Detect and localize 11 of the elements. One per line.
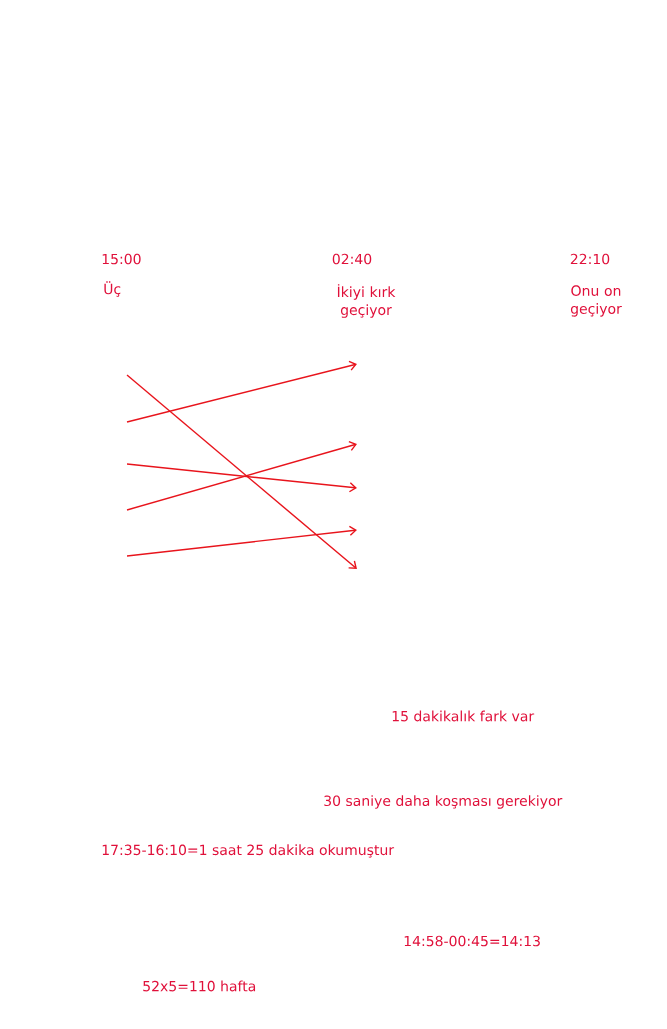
text-label: 02:40 [332,253,372,265]
text-label: 17:35-16:10=1 saat 25 dakika okumuştur [102,844,395,858]
text-label: İkiyi kırk geçiyor [337,284,396,318]
text-label: 14:58-00:45=14:13 [404,935,540,947]
text-label: 22:10 [570,253,610,265]
text-label: 30 saniye daha koşması gerekiyor [324,795,563,809]
text-label: Üç [104,281,121,297]
text-label: 15 dakikalık fark var [392,710,535,722]
text-label: 15:00 [102,253,141,265]
text-label: 52x5=110 hafta [143,980,256,992]
text-label: Onu on geçiyor [570,285,622,317]
